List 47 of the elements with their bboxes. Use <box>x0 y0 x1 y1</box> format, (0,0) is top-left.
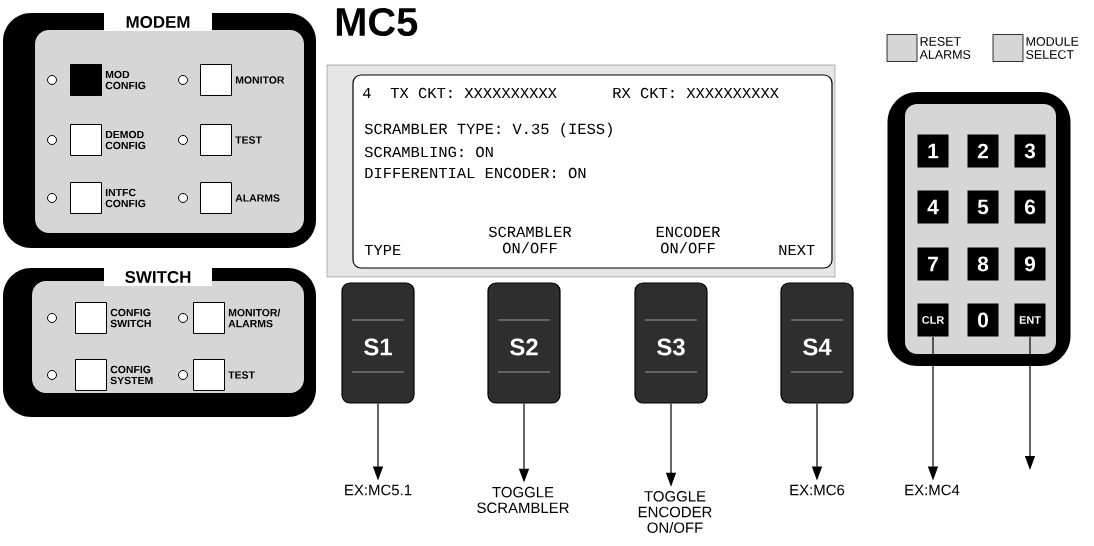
soft-key: S1 <box>341 282 415 404</box>
soft-key: S4 <box>780 282 854 404</box>
panel-button: MONITOR/ ALARMS <box>193 302 281 334</box>
node-label: MODULE SELECT <box>1026 37 1079 59</box>
node-label: MOD CONFIG <box>105 70 146 90</box>
keypad-key: 4 <box>917 190 949 224</box>
node-label: CONFIG SYSTEM <box>110 365 153 385</box>
node-label: CONFIG SWITCH <box>110 308 151 328</box>
action-label: EX:MC6 <box>790 484 845 496</box>
panel-button: RESET ALARMS <box>886 34 971 62</box>
panel-button: MODULE SELECT <box>992 34 1079 62</box>
node-label: ALARMS <box>235 194 280 202</box>
panel-button: TEST <box>200 124 262 156</box>
panel-button: ALARMS <box>200 182 280 214</box>
soft-key: S2 <box>487 282 561 404</box>
panel-button: MONITOR <box>200 64 285 96</box>
keypad-key: ENT <box>1014 303 1046 337</box>
keypad-key: CLR <box>917 303 949 337</box>
node-label: DEMOD CONFIG <box>105 130 146 150</box>
keypad-key: 3 <box>1014 134 1046 168</box>
keypad-key: 2 <box>967 134 999 168</box>
action-label: TOGGLE ENCODER ON/OFF <box>638 491 712 533</box>
panel-button: INTFC CONFIG <box>70 182 146 214</box>
node-label: TEST <box>228 371 255 379</box>
panel-button: MOD CONFIG <box>70 64 146 96</box>
action-label: EX:MC5.1 <box>345 484 412 496</box>
keypad-key: 5 <box>967 190 999 224</box>
title: MC5 <box>336 7 418 37</box>
keypad-key: 1 <box>917 134 949 168</box>
panel-button: DEMOD CONFIG <box>70 124 146 156</box>
panel-button: TEST <box>193 359 255 391</box>
node-label: MONITOR/ ALARMS <box>228 308 281 328</box>
action-label: TOGGLE SCRAMBLER <box>477 486 569 514</box>
node-label: INTFC CONFIG <box>105 188 146 208</box>
keypad-key: 8 <box>967 247 999 281</box>
display-screen: 4 TX CKT: XXXXXXXXXX RX CKT: XXXXXXXXXX SCRAMBLER TYPE: V.35 (IESS) SCRAMBLING: ON DIFFERENTIAL ENCODER: ON TYPE SCRAMBLER ON/OFF ENCODER ON/OFF NEXT <box>326 64 836 278</box>
keypad-key: 6 <box>1014 190 1046 224</box>
node-label: MONITOR <box>235 76 285 84</box>
action-label: EX:MC4 <box>905 484 960 496</box>
keypad-key: 7 <box>917 247 949 281</box>
node-label: TEST <box>235 136 262 144</box>
keypad-key: 0 <box>967 303 999 337</box>
keypad-key: 9 <box>1014 247 1046 281</box>
panel-button: CONFIG SYSTEM <box>75 359 153 391</box>
node-label: RESET ALARMS <box>919 37 971 59</box>
soft-key: S3 <box>634 282 708 404</box>
panel-button: CONFIG SWITCH <box>75 302 151 334</box>
